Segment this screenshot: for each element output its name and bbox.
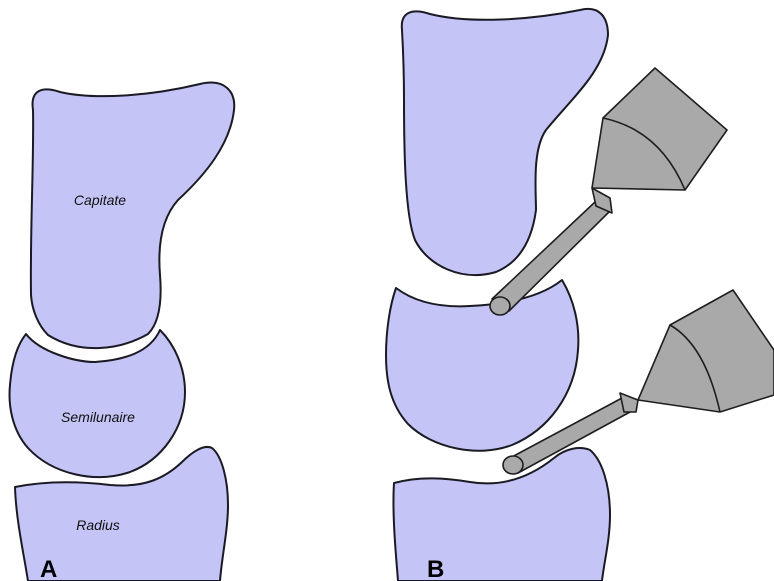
lower-instrument-tip [503,456,523,474]
panel-b: B [386,9,774,581]
lower-instrument-grip [638,290,774,412]
upper-instrument-grip [592,68,727,190]
radius-bone-b [393,448,610,581]
lower-instrument-neck [620,393,638,412]
semilunaire-bone-a [10,330,185,477]
semilunaire-bone-b [386,280,578,451]
panel-b-letter: B [427,556,444,581]
upper-instrument-tip [490,297,510,315]
panel-a-letter: A [40,556,57,581]
semilunaire-label: Semilunaire [61,409,135,425]
radius-label: Radius [76,517,120,533]
capitate-bone-a [31,83,234,349]
capitate-label: Capitate [74,192,126,208]
panel-a: Capitate Semilunaire Radius A [10,83,235,581]
